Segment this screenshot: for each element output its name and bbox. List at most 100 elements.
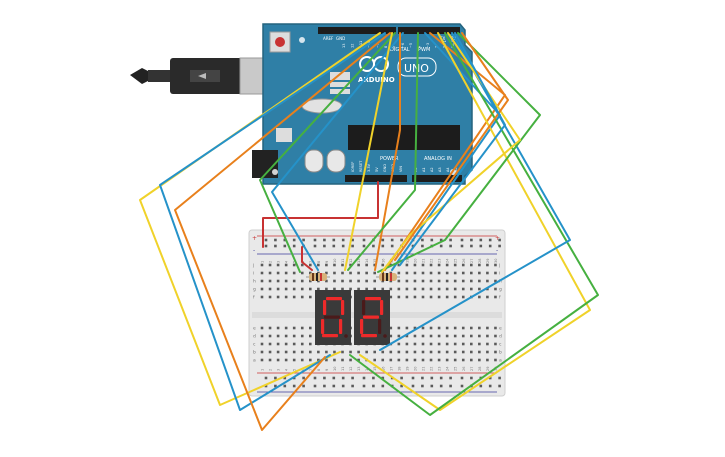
- rail-hole[interactable]: [460, 376, 464, 380]
- rail-hole[interactable]: [470, 238, 473, 242]
- breadboard-hole[interactable]: [461, 342, 465, 346]
- breadboard-hole[interactable]: [437, 279, 441, 283]
- breadboard-hole[interactable]: [268, 334, 272, 338]
- breadboard-hole[interactable]: [445, 263, 449, 267]
- wire-blue[interactable]: [379, 32, 571, 351]
- breadboard-hole[interactable]: [260, 342, 264, 346]
- rail-hole[interactable]: [274, 384, 277, 388]
- rail-hole[interactable]: [411, 376, 415, 380]
- breadboard-hole[interactable]: [494, 295, 497, 299]
- rail-hole[interactable]: [362, 376, 366, 380]
- breadboard-hole[interactable]: [349, 287, 352, 291]
- breadboard-hole[interactable]: [413, 326, 417, 330]
- breadboard-hole[interactable]: [357, 279, 360, 283]
- breadboard-hole[interactable]: [494, 326, 497, 330]
- breadboard-hole[interactable]: [397, 350, 401, 354]
- breadboard-hole[interactable]: [461, 350, 465, 354]
- breadboard-hole[interactable]: [309, 271, 312, 275]
- breadboard-hole[interactable]: [260, 263, 264, 267]
- breadboard-hole[interactable]: [445, 287, 449, 291]
- rail-hole[interactable]: [332, 244, 336, 248]
- rail-hole[interactable]: [274, 376, 277, 380]
- breadboard-hole[interactable]: [453, 263, 457, 267]
- breadboard-hole[interactable]: [413, 334, 417, 338]
- rail-hole[interactable]: [323, 384, 326, 388]
- breadboard-hole[interactable]: [373, 271, 376, 275]
- breadboard-hole[interactable]: [365, 350, 368, 354]
- breadboard-hole[interactable]: [413, 279, 417, 283]
- rail-hole[interactable]: [332, 384, 336, 388]
- rail-hole[interactable]: [470, 244, 473, 248]
- rail-hole[interactable]: [313, 244, 317, 248]
- breadboard-hole[interactable]: [397, 279, 401, 283]
- breadboard-hole[interactable]: [397, 271, 401, 275]
- breadboard-hole[interactable]: [461, 271, 465, 275]
- breadboard-hole[interactable]: [478, 271, 481, 275]
- breadboard-hole[interactable]: [268, 287, 272, 291]
- rail-hole[interactable]: [488, 244, 492, 248]
- breadboard-hole[interactable]: [292, 342, 296, 346]
- breadboard-hole[interactable]: [405, 279, 409, 283]
- rail-hole[interactable]: [264, 244, 268, 248]
- breadboard-hole[interactable]: [292, 326, 296, 330]
- breadboard-hole[interactable]: [453, 287, 457, 291]
- breadboard-hole[interactable]: [478, 295, 481, 299]
- rail-hole[interactable]: [460, 244, 464, 248]
- breadboard-hole[interactable]: [333, 358, 336, 362]
- breadboard-hole[interactable]: [309, 342, 312, 346]
- rail-hole[interactable]: [274, 238, 277, 242]
- rail-hole[interactable]: [292, 244, 296, 248]
- breadboard-hole[interactable]: [365, 279, 368, 283]
- breadboard-hole[interactable]: [470, 271, 473, 275]
- breadboard-hole[interactable]: [478, 263, 481, 267]
- breadboard-hole[interactable]: [260, 350, 264, 354]
- breadboard-hole[interactable]: [429, 350, 433, 354]
- breadboard-hole[interactable]: [478, 342, 481, 346]
- breadboard-hole[interactable]: [429, 295, 433, 299]
- rail-hole[interactable]: [372, 384, 375, 388]
- breadboard-hole[interactable]: [421, 287, 425, 291]
- rail-hole[interactable]: [400, 238, 403, 242]
- rail-hole[interactable]: [390, 244, 394, 248]
- rail-hole[interactable]: [460, 238, 464, 242]
- breadboard-hole[interactable]: [325, 287, 328, 291]
- breadboard-hole[interactable]: [486, 263, 489, 267]
- wire-orange[interactable]: [374, 32, 401, 271]
- breadboard-hole[interactable]: [461, 287, 465, 291]
- rail-hole[interactable]: [283, 384, 287, 388]
- breadboard-hole[interactable]: [325, 358, 328, 362]
- wire-green[interactable]: [347, 32, 419, 271]
- breadboard-hole[interactable]: [470, 350, 473, 354]
- breadboard-hole[interactable]: [437, 295, 441, 299]
- breadboard-hole[interactable]: [381, 263, 385, 267]
- rail-hole[interactable]: [430, 384, 434, 388]
- breadboard-hole[interactable]: [276, 287, 280, 291]
- wire-green[interactable]: [259, 32, 396, 273]
- breadboard-hole[interactable]: [453, 326, 457, 330]
- breadboard-hole[interactable]: [373, 350, 376, 354]
- breadboard-hole[interactable]: [365, 287, 368, 291]
- rail-hole[interactable]: [460, 384, 464, 388]
- breadboard-hole[interactable]: [309, 263, 312, 267]
- rail-hole[interactable]: [498, 384, 501, 388]
- rail-hole[interactable]: [372, 244, 375, 248]
- breadboard-hole[interactable]: [381, 287, 385, 291]
- breadboard-hole[interactable]: [292, 263, 296, 267]
- rail-hole[interactable]: [498, 238, 501, 242]
- breadboard-hole[interactable]: [429, 358, 433, 362]
- rail-hole[interactable]: [488, 376, 492, 380]
- breadboard-hole[interactable]: [453, 271, 457, 275]
- rail-hole[interactable]: [362, 384, 366, 388]
- rail-hole[interactable]: [381, 384, 385, 388]
- rail-hole[interactable]: [362, 238, 366, 242]
- rail-hole[interactable]: [332, 376, 336, 380]
- rail-hole[interactable]: [449, 376, 452, 380]
- breadboard-hole[interactable]: [413, 295, 417, 299]
- breadboard-hole[interactable]: [421, 271, 425, 275]
- breadboard-hole[interactable]: [381, 350, 385, 354]
- resistor-right[interactable]: [376, 273, 400, 281]
- breadboard-hole[interactable]: [309, 295, 312, 299]
- breadboard-hole[interactable]: [486, 342, 489, 346]
- breadboard-hole[interactable]: [389, 326, 393, 330]
